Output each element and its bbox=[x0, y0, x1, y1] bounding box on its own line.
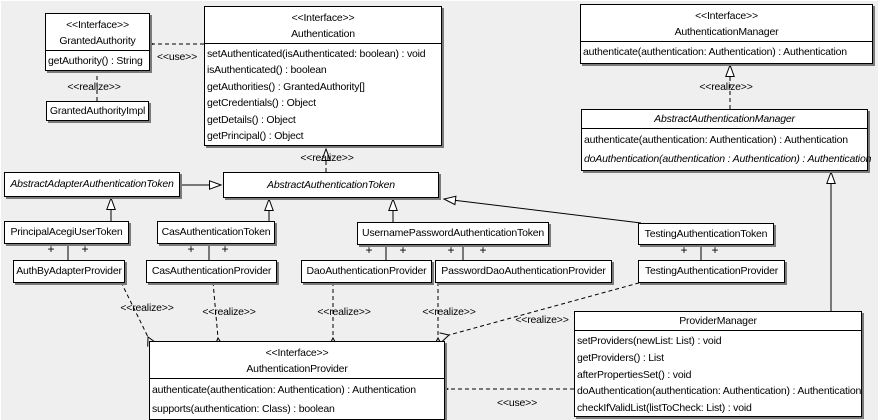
method: getCredentials() : Object bbox=[207, 97, 316, 110]
method: doAuthentication(authentication: Authent… bbox=[577, 385, 862, 398]
class-name: GrantedAuthorityImpl bbox=[49, 104, 146, 117]
class-name: AbstractAdapterAuthenticationToken bbox=[10, 178, 174, 190]
class-password-dao-authentication-provider: PasswordDaoAuthenticationProvider bbox=[435, 260, 612, 283]
label-realize: <<realize>> bbox=[699, 81, 753, 93]
method: afterPropertiesSet() : void bbox=[577, 368, 692, 381]
class-name: AuthByAdapterProvider bbox=[16, 265, 122, 277]
class-granted-authority-impl: GrantedAuthorityImpl bbox=[46, 101, 149, 121]
method: authenticate(authentication: Authenticat… bbox=[583, 46, 847, 58]
class-name: UsernamePasswordAuthenticationToken bbox=[361, 227, 545, 239]
assoc-plus: + bbox=[187, 242, 195, 256]
edge-testing-token-extends-abstract-token bbox=[442, 195, 642, 224]
label-use: <<use>> bbox=[156, 51, 198, 63]
class-dao-authentication-provider: DaoAuthenticationProvider bbox=[301, 260, 432, 283]
class-cas-authentication-provider: CasAuthenticationProvider bbox=[146, 260, 277, 283]
class-username-password-authentication-token: UsernamePasswordAuthenticationToken bbox=[357, 222, 549, 245]
class-name: AbstractAuthenticationManager bbox=[654, 113, 795, 125]
assoc-plus: + bbox=[221, 242, 229, 256]
label-realize: <<realize>> bbox=[300, 152, 354, 164]
class-name: AuthenticationManager bbox=[674, 26, 779, 38]
class-name: PasswordDaoAuthenticationProvider bbox=[441, 265, 606, 277]
label-realize: <<realize>> bbox=[422, 306, 476, 318]
method: getAuthorities() : GrantedAuthority[] bbox=[207, 80, 365, 93]
class-name: AuthenticationProvider bbox=[246, 363, 348, 375]
class-abstract-adapter-authentication-token: AbstractAdapterAuthenticationToken bbox=[4, 172, 180, 197]
stereotype: <<Interface>> bbox=[291, 12, 355, 24]
method: getPrincipal() : Object bbox=[207, 130, 304, 143]
assoc-plus: + bbox=[399, 243, 407, 257]
label-realize: <<realize>> bbox=[67, 81, 121, 93]
method: checkIfValidList(listToCheck: List) : vo… bbox=[577, 402, 752, 415]
method: authenticate(authentication: Authenticat… bbox=[584, 134, 848, 146]
class-abstract-authentication-token: AbstractAuthenticationToken bbox=[223, 172, 439, 198]
class-name: CasAuthenticationToken bbox=[161, 226, 271, 238]
method: authenticate(authentication: Authenticat… bbox=[152, 384, 416, 396]
stereotype: <<Interface>> bbox=[66, 19, 129, 31]
label-realize: <<realize>> bbox=[515, 314, 569, 326]
method: setAuthenticated(isAuthenticated: boolea… bbox=[207, 48, 426, 60]
class-name: GrantedAuthority bbox=[59, 35, 136, 47]
class-name: TestingAuthenticationToken bbox=[644, 227, 768, 240]
class-granted-authority: <<Interface>> GrantedAuthority getAuthor… bbox=[45, 13, 150, 71]
method: getDetails() : Object bbox=[207, 113, 296, 126]
assoc-plus: + bbox=[81, 242, 89, 256]
stereotype: <<Interface>> bbox=[695, 10, 758, 22]
method: setProviders(newList: List) : void bbox=[577, 335, 722, 347]
class-name: AbstractAuthenticationToken bbox=[267, 178, 395, 191]
class-provider-manager: ProviderManager setProviders(newList: Li… bbox=[574, 311, 862, 417]
assoc-plus: + bbox=[711, 243, 719, 257]
edge-testing-provider-realizes-authentication-provider bbox=[439, 280, 647, 342]
assoc-plus: + bbox=[479, 243, 487, 257]
class-name: CasAuthenticationProvider bbox=[151, 265, 272, 277]
label-realize: <<realize>> bbox=[317, 306, 371, 318]
class-name: ProviderManager bbox=[679, 315, 757, 327]
method: isAuthenticated() : boolean bbox=[207, 64, 327, 77]
class-name: Authentication bbox=[291, 28, 355, 40]
stereotype: <<Interface>> bbox=[265, 347, 329, 359]
edge-cas-provider-realizes-authentication-provider bbox=[212, 281, 224, 348]
class-authentication: <<Interface>> Authentication setAuthenti… bbox=[204, 6, 442, 146]
class-cas-authentication-token: CasAuthenticationToken bbox=[157, 221, 275, 244]
label-use: <<use>> bbox=[496, 397, 538, 409]
assoc-plus: + bbox=[447, 243, 455, 257]
class-name: TestingAuthenticationProvider bbox=[644, 265, 779, 277]
method: getAuthority() : String bbox=[48, 55, 143, 67]
class-name: DaoAuthenticationProvider bbox=[306, 265, 427, 277]
class-principal-acegi-user-token: PrincipalAcegiUserToken bbox=[4, 221, 129, 244]
class-authentication-manager: <<Interface>> AuthenticationManager auth… bbox=[580, 4, 873, 64]
class-testing-authentication-token: TestingAuthenticationToken bbox=[638, 223, 774, 245]
method: getProviders() : List bbox=[577, 351, 664, 364]
class-auth-by-adapter-provider: AuthByAdapterProvider bbox=[13, 260, 125, 283]
method-abstract: doAuthentication(authentication : Authen… bbox=[584, 153, 872, 165]
assoc-plus: + bbox=[365, 243, 373, 257]
edge-authbyadapter-realizes-authentication-provider bbox=[120, 281, 157, 347]
class-authentication-provider: <<Interface>> AuthenticationProvider aut… bbox=[149, 341, 445, 420]
assoc-plus: + bbox=[47, 242, 55, 256]
class-name: PrincipalAcegiUserToken bbox=[10, 226, 123, 238]
class-testing-authentication-provider: TestingAuthenticationProvider bbox=[638, 260, 785, 283]
class-abstract-authentication-manager: AbstractAuthenticationManager authentica… bbox=[581, 109, 872, 171]
label-realize: <<realize>> bbox=[202, 306, 256, 318]
label-realize: <<realize>> bbox=[120, 302, 174, 314]
assoc-plus: + bbox=[680, 243, 688, 257]
method: supports(authentication: Class) : boolea… bbox=[152, 403, 335, 415]
